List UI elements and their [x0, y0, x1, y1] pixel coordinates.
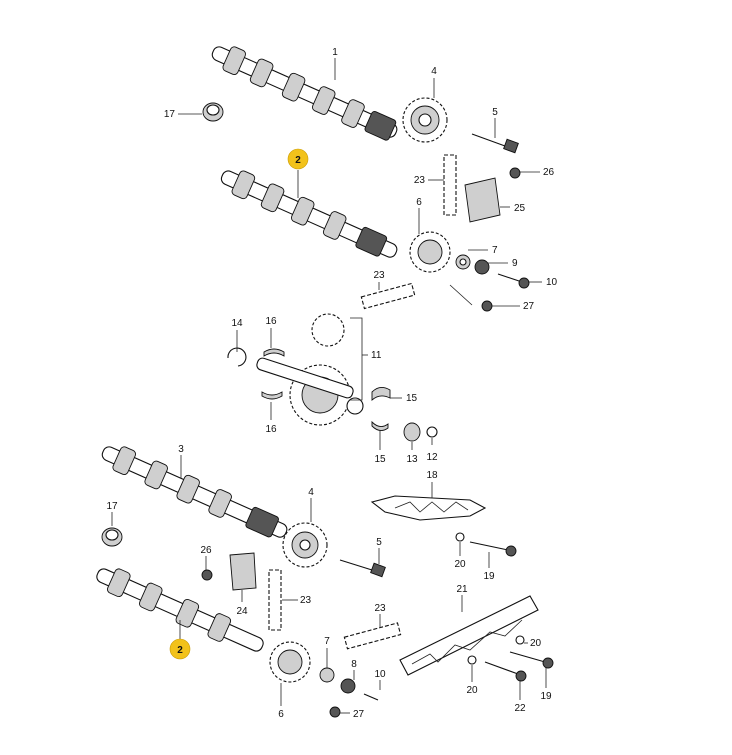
label-20-b[interactable]: 20 [530, 638, 542, 649]
bolt-27-upper[interactable] [481, 300, 493, 312]
camshaft-2-lower[interactable] [92, 562, 267, 659]
washer-20-c[interactable] [467, 655, 477, 665]
label-3[interactable]: 3 [178, 444, 184, 455]
label-4-upper[interactable]: 4 [431, 66, 437, 77]
label-5-upper[interactable]: 5 [492, 107, 498, 118]
label-10-lower[interactable]: 10 [374, 669, 386, 680]
bolt-5-upper[interactable] [471, 133, 519, 154]
label-23-lower-right[interactable]: 23 [374, 603, 386, 614]
label-25[interactable]: 25 [514, 203, 526, 214]
chain-rail-21[interactable] [399, 595, 539, 676]
label-26-lower[interactable]: 26 [200, 545, 212, 556]
tappet-17-upper[interactable] [202, 102, 224, 122]
nut-8[interactable] [340, 678, 356, 694]
label-19-a[interactable]: 19 [483, 571, 495, 582]
part-labels: 1 2 2 3 4 4 5 5 6 6 7 7 8 9 10 10 11 12 … [106, 47, 557, 720]
sprocket-6-upper[interactable] [409, 231, 451, 273]
chain-23-upper[interactable] [443, 154, 457, 216]
label-16-lower[interactable]: 16 [265, 424, 277, 435]
label-2-upper[interactable]: 2 [295, 155, 301, 166]
washer-7-lower[interactable] [319, 667, 335, 683]
sprocket-4-upper[interactable] [402, 97, 448, 143]
bolt-26-lower[interactable] [201, 569, 213, 581]
bolt-22[interactable] [484, 661, 527, 682]
bracket-25[interactable] [464, 177, 501, 223]
bolt-19-b[interactable] [509, 651, 554, 669]
label-13[interactable]: 13 [406, 454, 418, 465]
leader-lines [111, 58, 547, 714]
tappet-17-lower[interactable] [101, 527, 123, 547]
washer-20-a[interactable] [455, 532, 465, 542]
bolt-10-upper[interactable] [497, 273, 530, 289]
label-23-lower-left[interactable]: 23 [300, 595, 312, 606]
label-16-upper[interactable]: 16 [265, 316, 277, 327]
bearing-15-lower[interactable] [371, 420, 389, 431]
sprocket-6-lower[interactable] [269, 641, 311, 683]
chain-23-lower-left[interactable] [268, 569, 282, 631]
label-7-lower[interactable]: 7 [324, 636, 330, 647]
bolt-26-upper[interactable] [509, 167, 521, 179]
label-15-upper[interactable]: 15 [406, 393, 418, 404]
washer-20-b[interactable] [515, 635, 525, 645]
label-14[interactable]: 14 [231, 318, 243, 329]
bearing-15-upper[interactable] [371, 387, 391, 401]
camshaft-2-upper[interactable] [217, 164, 401, 265]
bracket-24[interactable] [229, 552, 257, 591]
label-22[interactable]: 22 [514, 703, 526, 714]
label-17-lower[interactable]: 17 [106, 501, 118, 512]
clip-14[interactable] [227, 347, 247, 367]
highlight-marker-2-upper[interactable] [287, 148, 309, 170]
label-20-c[interactable]: 20 [466, 685, 478, 696]
label-7-upper[interactable]: 7 [492, 245, 498, 256]
label-24[interactable]: 24 [236, 606, 248, 617]
bolt-19-a[interactable] [469, 541, 517, 557]
ring-12[interactable] [426, 426, 438, 438]
label-26-upper[interactable]: 26 [543, 167, 555, 178]
label-20-a[interactable]: 20 [454, 559, 466, 570]
chain-guide-18[interactable] [370, 495, 487, 521]
bushing-13[interactable] [403, 422, 421, 442]
bolt-27-lower[interactable] [329, 706, 341, 718]
label-1[interactable]: 1 [332, 47, 338, 58]
camshaft-3[interactable] [98, 439, 291, 544]
label-17-upper[interactable]: 17 [164, 109, 176, 120]
label-21[interactable]: 21 [456, 584, 468, 595]
camshaft-1[interactable] [208, 39, 401, 144]
label-18[interactable]: 18 [426, 470, 438, 481]
sprocket-4-lower[interactable] [282, 522, 328, 568]
label-2-lower[interactable]: 2 [177, 645, 183, 656]
chain-23-mid[interactable] [360, 282, 416, 310]
intermediate-shaft-11[interactable] [256, 313, 364, 426]
label-10-upper[interactable]: 10 [546, 277, 558, 288]
label-5-lower[interactable]: 5 [376, 537, 382, 548]
label-23-mid[interactable]: 23 [373, 270, 385, 281]
label-19-b[interactable]: 19 [540, 691, 552, 702]
label-27-lower[interactable]: 27 [353, 709, 365, 720]
label-15-lower[interactable]: 15 [374, 454, 386, 465]
chain-23-lower-right[interactable] [343, 622, 402, 650]
washer-7-upper[interactable] [455, 254, 471, 270]
bearing-16-upper[interactable] [263, 348, 285, 357]
label-8[interactable]: 8 [351, 659, 357, 670]
label-11[interactable]: 11 [371, 350, 382, 361]
label-6-upper[interactable]: 6 [416, 197, 422, 208]
label-4-lower[interactable]: 4 [308, 487, 314, 498]
bearing-16-lower[interactable] [261, 391, 283, 400]
label-9[interactable]: 9 [512, 258, 518, 269]
label-27-upper[interactable]: 27 [523, 301, 535, 312]
bolt-10-lower[interactable] [363, 693, 379, 701]
label-12[interactable]: 12 [426, 452, 438, 463]
nut-9[interactable] [474, 259, 490, 275]
highlight-marker-2-lower[interactable] [169, 638, 191, 660]
bolt-5-lower[interactable] [339, 559, 386, 578]
label-23-upper[interactable]: 23 [414, 175, 426, 186]
label-6-lower[interactable]: 6 [278, 709, 284, 720]
